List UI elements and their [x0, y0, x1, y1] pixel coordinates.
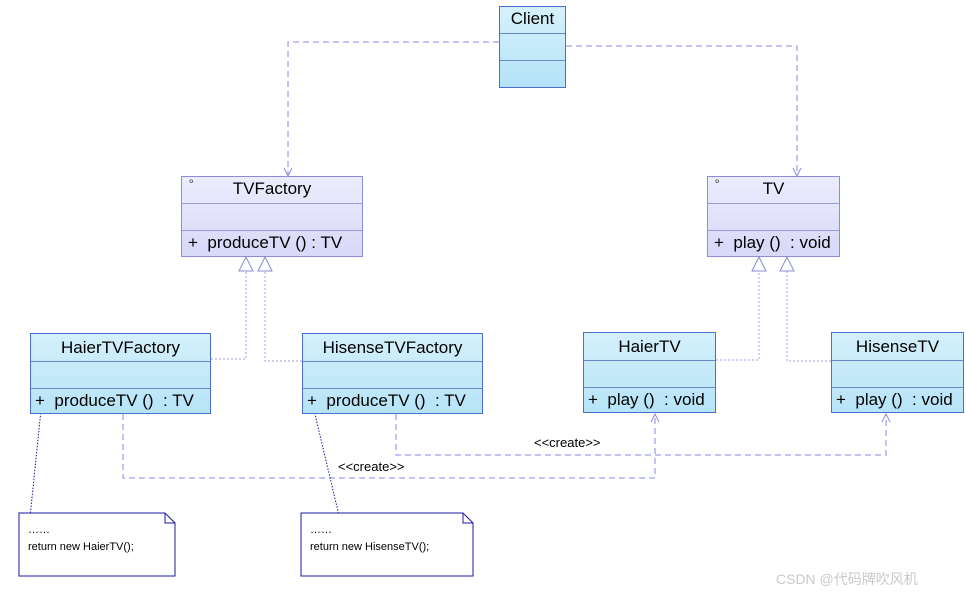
realization-arrowhead-hisensefactory: [257, 255, 273, 272]
class-client-name-compartment: Client: [500, 7, 565, 33]
interface-icon: ⚬: [187, 177, 196, 188]
note-fold-haier: [164, 513, 175, 524]
class-haiertvfactory[interactable]: HaierTVFactory + produceTV () : TV: [30, 333, 211, 414]
dependency-client-tvfactory: [288, 41, 499, 176]
class-hisensetvfactory-operations: + produceTV () : TV: [303, 388, 482, 413]
create-label-haier: <<create>>: [338, 459, 405, 474]
create-dependency-haier: [122, 414, 655, 479]
class-hisensetv[interactable]: HisenseTV + play () : void: [831, 332, 964, 413]
realization-haiertv: [716, 271, 760, 361]
interface-tv-attributes: [708, 203, 839, 230]
realization-hisensetv: [786, 271, 831, 362]
class-haiertvfactory-name-compartment: HaierTVFactory: [31, 334, 210, 361]
class-hisensetvfactory[interactable]: HisenseTVFactory + produceTV () : TV: [302, 333, 483, 414]
note-anchor-hisense: [313, 409, 342, 525]
note-haier[interactable]: …… return new HaierTV();: [19, 513, 175, 576]
class-haiertvfactory-operations: + produceTV () : TV: [31, 388, 210, 413]
realization-arrowhead-hisensetv: [779, 255, 795, 272]
note-shape-hisense: [300, 512, 474, 577]
class-hisensetv-name-compartment: HisenseTV: [832, 333, 963, 360]
class-hisensetvfactory-name-compartment: HisenseTVFactory: [303, 334, 482, 361]
note-line: return new HisenseTV();: [310, 541, 430, 553]
interface-tvfactory-attributes: [182, 203, 362, 230]
interface-tvfactory[interactable]: ⚬ TVFactory + produceTV () : TV: [181, 176, 363, 257]
note-line: ……: [310, 524, 332, 536]
dependency-client-tv: [566, 45, 797, 176]
class-haiertv-attributes: [584, 360, 715, 387]
note-line: return new HaierTV();: [28, 541, 134, 553]
interface-tvfactory-operations: + produceTV () : TV: [182, 230, 362, 256]
note-shape-haier: [18, 512, 176, 577]
operation: + play () : void: [836, 390, 953, 409]
class-hisensetv-attributes: [832, 360, 963, 387]
class-name: HisenseTVFactory: [322, 338, 463, 357]
class-hisensetv-operations: + play () : void: [832, 387, 963, 412]
class-haiertv[interactable]: HaierTV + play () : void: [583, 332, 716, 413]
interface-icon: ⚬: [713, 177, 722, 188]
class-hisensetvfactory-attributes: [303, 361, 482, 388]
interface-tvfactory-name-compartment: ⚬ TVFactory: [182, 177, 362, 203]
note-anchor-haier: [28, 409, 42, 528]
realization-arrowhead-haierfactory: [238, 255, 254, 272]
class-name: TVFactory: [232, 179, 312, 198]
operation: + produceTV () : TV: [35, 391, 194, 410]
interface-tv-operations: + play () : void: [708, 230, 839, 256]
class-client-operations: [500, 60, 565, 87]
note-hisense[interactable]: …… return new HisenseTV();: [301, 513, 473, 576]
realization-hisensefactory: [264, 271, 302, 362]
operation: + play () : void: [588, 390, 705, 409]
class-haiertv-name-compartment: HaierTV: [584, 333, 715, 360]
class-name: HaierTV: [618, 337, 681, 356]
class-name: HaierTVFactory: [60, 338, 181, 357]
note-line: ……: [28, 524, 50, 536]
note-fold-hisense: [462, 513, 473, 524]
interface-tv[interactable]: ⚬ TV + play () : void: [707, 176, 840, 257]
class-client-attributes: [500, 33, 565, 60]
class-haiertvfactory-attributes: [31, 361, 210, 388]
operation: + produceTV () : TV: [307, 391, 466, 410]
create-dependency-hisense: [395, 414, 886, 456]
realization-haierfactory: [211, 271, 247, 360]
class-name: Client: [510, 9, 555, 28]
create-label-hisense: <<create>>: [534, 435, 601, 450]
class-client[interactable]: Client: [499, 6, 566, 88]
operation: + play () : void: [714, 233, 831, 252]
class-name: TV: [762, 179, 785, 198]
class-haiertv-operations: + play () : void: [584, 387, 715, 412]
watermark: CSDN @代码牌吹风机: [776, 571, 918, 587]
realization-arrowhead-haiertv: [751, 255, 767, 272]
class-name: HisenseTV: [855, 337, 940, 356]
operation: + produceTV () : TV: [188, 233, 343, 252]
interface-tv-name-compartment: ⚬ TV: [708, 177, 839, 203]
